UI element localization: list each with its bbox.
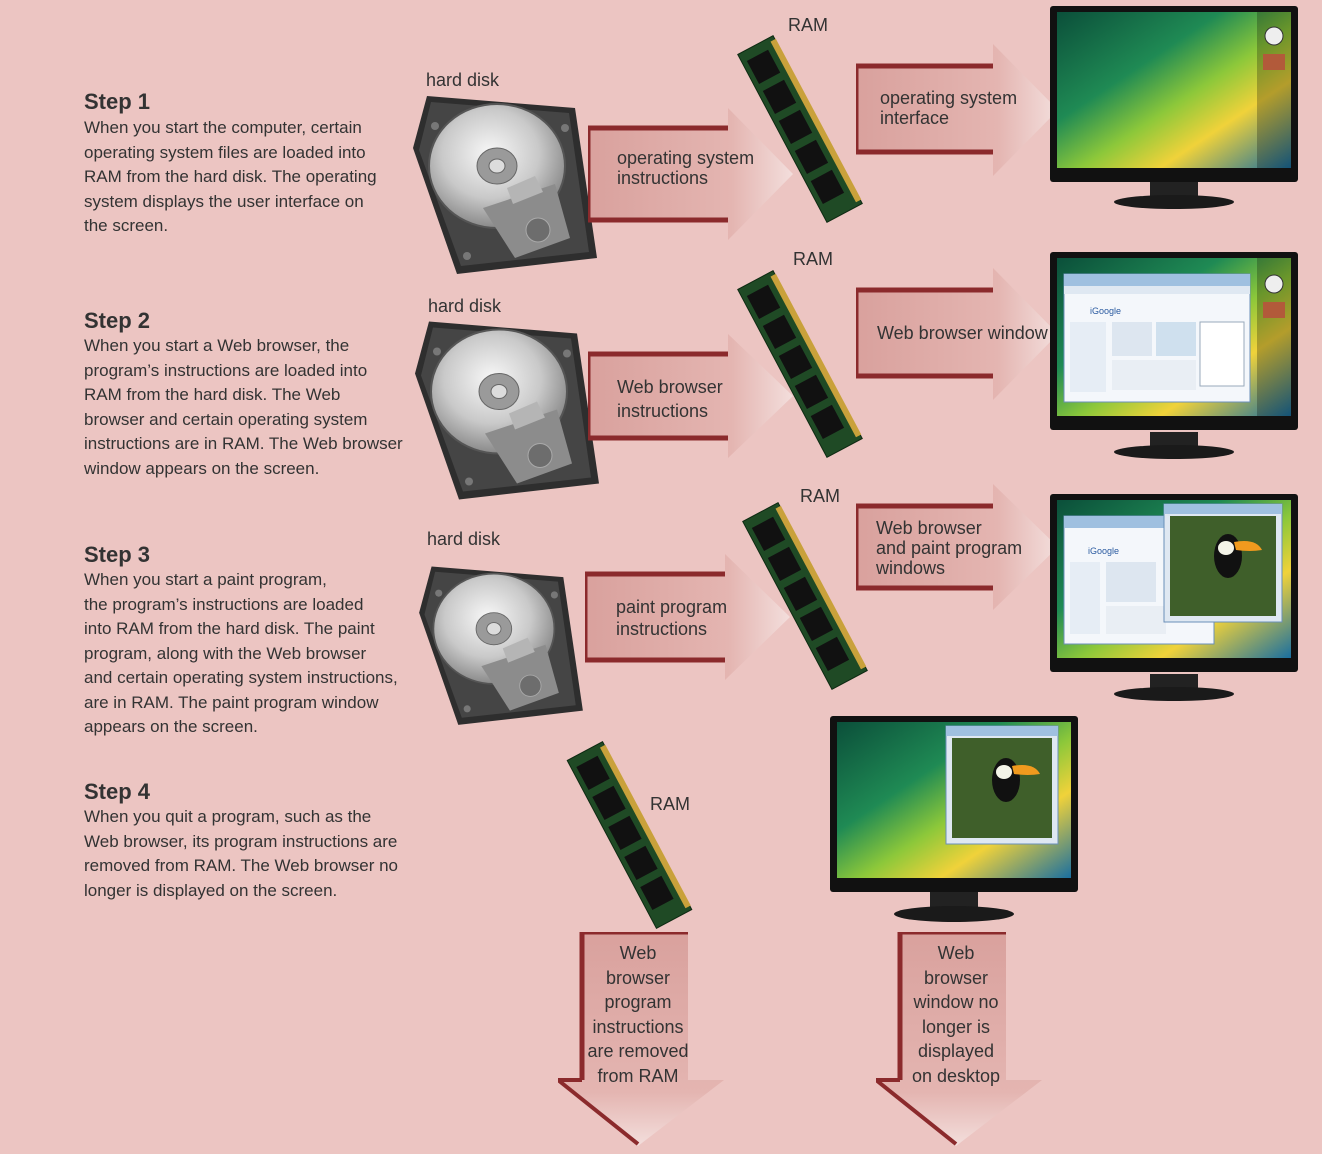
ram-label: RAM [650,794,690,814]
arrow-label: operating system interface [880,88,1017,128]
ram-module-image [566,741,693,929]
arrow-label-line: window no [913,992,999,1012]
step-2-line: browser and certain operating system [84,409,368,429]
monitor-paint-image [830,716,1078,922]
arrow-label-line: browser [923,967,989,988]
step-4-line: Web browser, its program instructions ar… [84,831,398,851]
ram-module-image [737,35,863,223]
arrow-label-line: Web browser [617,377,723,397]
arrow-label: Web browser and paint program windows [876,518,1022,578]
arrow-label-line: Web [937,943,975,963]
arrow-label-line: on desktop [911,1065,1001,1086]
step-1-line: system displays the user interface on [84,191,364,211]
step-4-line: When you quit a program, such as the [84,807,372,826]
step-4-description: When you quit a program, such as the Web… [84,805,404,903]
step-3-description: When you start a paint program, the prog… [84,568,404,740]
arrow-right-shape [856,268,1058,400]
arrow-label-line: are removed [587,1041,689,1061]
hard-disk-label: hard disk [426,70,500,90]
step-1-line: operating system files are loaded into [84,142,366,162]
arrow-label-line: instructions [616,619,708,639]
arrow-label-line: windows [876,558,946,578]
ram-module-image [742,502,868,690]
arrow-label-line: Web browser window [877,323,1048,343]
arrow-right-shape [856,484,1058,610]
arrow-label: operating system instructions [617,148,754,188]
arrow-label-line: longer is [921,1016,991,1037]
step-2-title: Step 2 [84,308,151,333]
arrow-right-shape [856,44,1058,176]
hard-disk-label: hard disk [427,529,501,549]
step-2-line: RAM from the hard disk. The Web [84,385,341,404]
monitor-browser-paint-image: iGoogle [1050,494,1298,701]
arrow-label-line: Web browser [876,518,982,538]
arrow-label-line: instructions [617,168,709,188]
ram-label: RAM [800,486,840,506]
step-1-description: When you start the computer, certain ope… [84,116,404,239]
step-1-line: RAM from the hard disk. The operating [84,167,377,186]
hard-disk-image [419,566,583,725]
step-3-title: Step 3 [84,542,151,567]
arrow-label-line: operating system [880,88,1018,108]
arrow-label-line: interface [880,108,950,128]
arrow-right-shape [588,334,793,458]
step-3-line: into RAM from the hard disk. The paint [84,619,375,638]
arrow-down-shape [558,932,724,1146]
arrow-right-shape [585,554,790,680]
step-2-line: program’s instructions are loaded into [84,360,368,380]
arrow-label-line: instructions [592,1016,684,1037]
arrow-right-shape [588,108,793,240]
arrow-label-line: program [604,992,672,1012]
arrow-label: Web browser program instructions are rem… [578,941,698,1088]
arrow-label-line: from RAM [597,1065,679,1086]
step-4-line: longer is displayed on the screen. [84,880,338,900]
step-4-line: removed from RAM. The Web browser no [84,856,398,875]
arrow-label-line: operating system [617,148,755,168]
arrow-label-line: paint program [616,597,728,617]
step-2-description: When you start a Web browser, the progra… [84,334,404,481]
step-3-line: and certain operating system instruction… [84,668,398,687]
google-logo: iGoogle [1088,546,1119,556]
hard-disk-image [413,96,597,274]
arrow-label-line: browser [605,967,671,988]
step-1-line: When you start the computer, certain [84,118,362,137]
step-1-line: the screen. [84,216,169,235]
step-2-line: instructions are in RAM. The Web browser [84,434,403,453]
step-3-line: the program’s instructions are loaded [84,594,364,614]
arrow-label: Web browser window no longer is displaye… [896,941,1016,1088]
hard-disk-label: hard disk [428,296,502,316]
arrow-label-line: instructions [617,401,709,421]
arrow-label-line: displayed [917,1041,995,1061]
monitor-browser-image: iGoogle [1050,252,1298,459]
step-2-line: When you start a Web browser, the [84,336,350,355]
ram-label: RAM [788,15,828,35]
step-3-line: When you start a paint program, [84,570,327,589]
step-3-line: are in RAM. The paint program window [84,692,379,712]
arrow-label: Web browser instructions [617,375,723,423]
step-2-line: window appears on the screen. [84,458,320,478]
ram-module-image [737,270,863,458]
hard-disk-image [415,321,599,500]
monitor-desktop-image [1050,6,1298,209]
arrow-label-line: and paint program [876,538,1023,558]
arrow-down-shape [876,932,1042,1146]
step-1-title: Step 1 [84,89,151,114]
step-3-line: appears on the screen. [84,717,258,736]
google-logo: iGoogle [1090,306,1121,316]
arrow-label: Web browser window [877,323,1048,343]
step-3-line: program, along with the Web browser [84,643,367,663]
step-4-title: Step 4 [84,779,151,804]
arrow-label-line: Web [619,943,657,963]
arrow-label: paint program instructions [616,596,727,640]
ram-label: RAM [793,249,833,269]
